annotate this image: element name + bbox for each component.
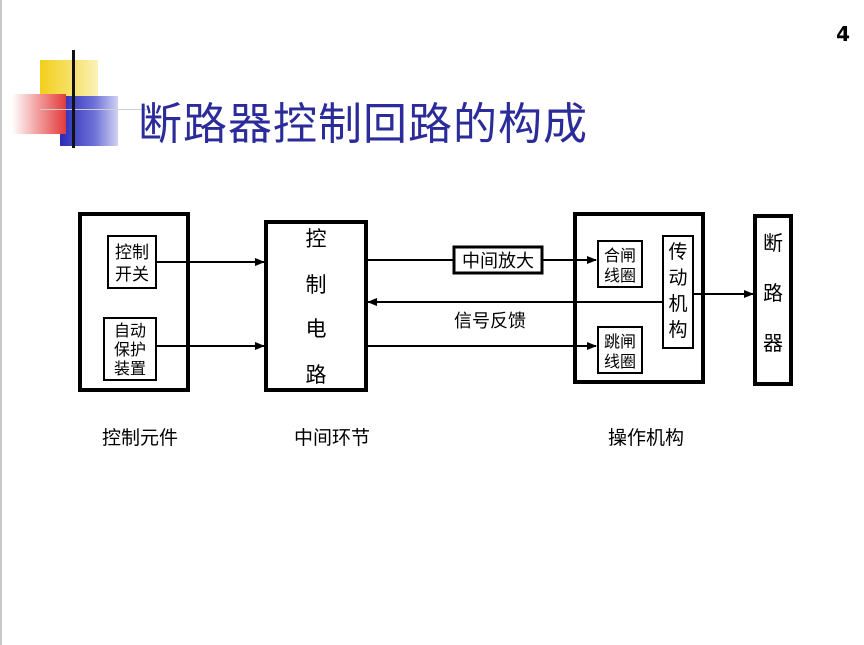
auto-protection-box <box>103 317 157 381</box>
caption-operating-mechanism: 操作机构 <box>608 427 684 449</box>
decor-red-square <box>12 94 66 134</box>
control-switch-box <box>107 235 157 289</box>
decor-horizontal-line <box>40 109 150 110</box>
intermediate-amplifier-label: 中间放大 <box>462 251 534 272</box>
decor-blue-square <box>60 96 118 146</box>
control-circuit-label-4: 路 <box>306 363 327 387</box>
closing-coil-label-2: 线圈 <box>604 266 636 285</box>
slide-title: 断路器控制回路的构成 <box>138 99 588 150</box>
transmission-label-2: 动 <box>668 267 687 289</box>
caption-control-elements: 控制元件 <box>102 427 178 449</box>
decor-vertical-line <box>72 50 75 148</box>
auto-protection-label-3: 装置 <box>114 359 146 378</box>
control-switch-label-1: 控制 <box>115 243 149 263</box>
breaker-label-3: 器 <box>763 331 783 355</box>
transmission-label-3: 机 <box>668 293 687 315</box>
transmission-label-4: 构 <box>668 319 687 341</box>
breaker-box <box>753 214 793 386</box>
control-circuit-box <box>264 220 368 392</box>
caption-intermediate-link: 中间环节 <box>294 427 370 449</box>
control-circuit-label-2: 制 <box>306 273 327 297</box>
auto-protection-label-1: 自动 <box>114 321 146 340</box>
closing-coil-box <box>597 240 643 288</box>
closing-coil-label-1: 合闸 <box>604 246 636 265</box>
control-circuit-label-3: 电 <box>306 317 327 341</box>
page-number: 4 <box>836 22 850 46</box>
transmission-label-1: 传 <box>668 241 687 263</box>
tripping-coil-label-2: 线圈 <box>604 352 636 371</box>
tripping-coil-box <box>597 326 643 374</box>
control-switch-label-2: 开关 <box>115 265 149 285</box>
transmission-mechanism-box <box>662 235 694 349</box>
control-circuit-label-1: 控 <box>306 227 327 251</box>
signal-feedback-label: 信号反馈 <box>454 311 526 332</box>
tripping-coil-label-1: 跳闸 <box>604 332 636 351</box>
auto-protection-label-2: 保护 <box>114 340 146 359</box>
breaker-label-2: 路 <box>763 281 783 305</box>
slide-left-edge <box>0 0 2 645</box>
breaker-label-1: 断 <box>763 231 783 255</box>
